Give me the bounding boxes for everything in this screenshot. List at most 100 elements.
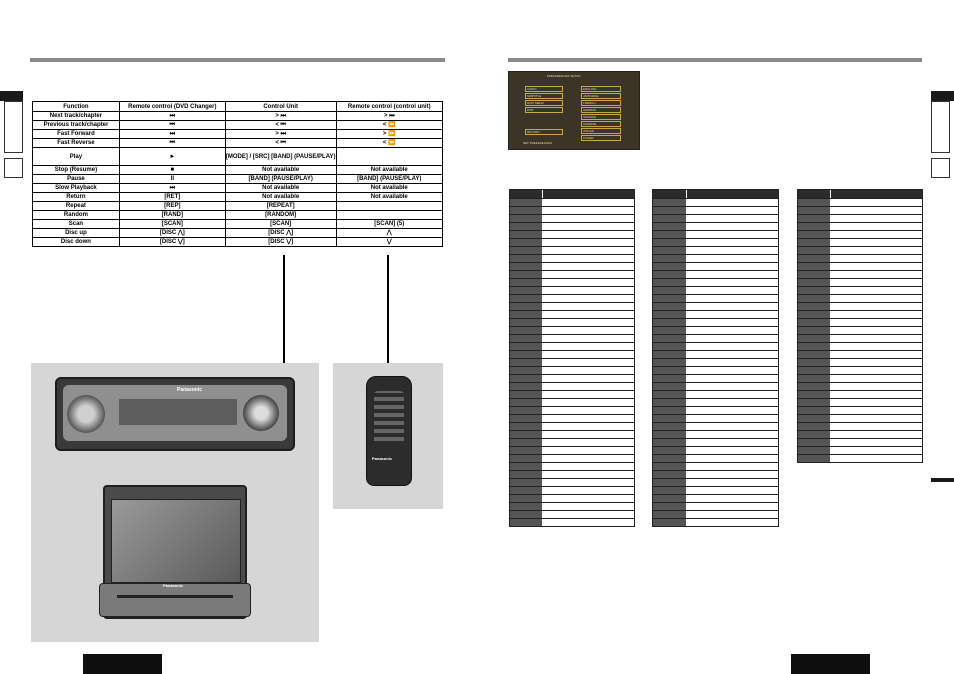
function-table-header: Function Remote control (DVD Changer) Co… (32, 101, 443, 112)
function-cell: ⏮ (118, 138, 226, 148)
code-table-row (653, 454, 778, 462)
code-table-row (653, 406, 778, 414)
code-cell (653, 223, 686, 230)
code-table-row (653, 422, 778, 430)
setup-menu-item[interactable]: SUBTITLE (525, 93, 563, 99)
code-table-row (798, 222, 922, 230)
code-cell (798, 319, 830, 326)
code-table-row (798, 430, 922, 438)
setup-option-item[interactable]: OTHER (581, 135, 621, 141)
function-cell: [MODE] / [SRC] [BAND] (PAUSE/PLAY) (224, 147, 337, 166)
code-cell (653, 375, 686, 382)
remote-button-grid (374, 391, 404, 445)
monitor-screen (111, 499, 241, 583)
control-unit-display (119, 399, 237, 425)
code-cell (510, 199, 542, 206)
right-page-rule (508, 58, 922, 62)
code-cell (798, 455, 830, 462)
header-remote-control-unit: Remote control (control unit) (335, 101, 443, 112)
code-cell (798, 263, 830, 270)
setup-menu-item[interactable]: RETURN (525, 129, 563, 135)
setup-menu-item[interactable]: DVD (525, 107, 563, 113)
left-page-rule (30, 58, 445, 62)
code-cell (798, 367, 830, 374)
function-cell: ⏭ (118, 183, 226, 193)
code-table-header (798, 190, 922, 198)
code-table-row (653, 278, 778, 286)
code-table-row (653, 254, 778, 262)
function-cell: Random (32, 210, 120, 220)
code-cell (510, 471, 542, 478)
control-unit-image: Panasonic (55, 377, 295, 451)
code-cell (653, 495, 686, 502)
setup-option-item[interactable]: SPANISH (581, 114, 621, 120)
remote-control-image: Panasonic (366, 376, 412, 486)
code-cell (510, 423, 542, 430)
code-cell (510, 495, 542, 502)
code-table-row (798, 270, 922, 278)
code-table-2 (652, 189, 779, 527)
setup-option-item[interactable]: GERMAN (581, 107, 621, 113)
code-table-row (798, 230, 922, 238)
setup-option-item[interactable]: ENGLISH (581, 86, 621, 92)
code-table-row (653, 414, 778, 422)
code-table-row (653, 462, 778, 470)
code-table-row (653, 286, 778, 294)
code-cell (798, 375, 830, 382)
code-table-row (510, 366, 634, 374)
code-cell (798, 383, 830, 390)
code-table-row (510, 206, 634, 214)
function-cell: Fast Reverse (32, 138, 120, 148)
code-cell (510, 455, 542, 462)
function-cell: ■ (118, 165, 226, 175)
code-table-row (653, 518, 778, 526)
code-cell (653, 479, 686, 486)
code-cell (653, 407, 686, 414)
code-cell (653, 279, 686, 286)
code-cell (510, 207, 542, 214)
code-cell (798, 199, 830, 206)
code-table-row (510, 374, 634, 382)
code-cell (653, 199, 686, 206)
setup-menu-item[interactable]: AUDIO (525, 86, 563, 92)
right-page-footer-tab (791, 654, 870, 674)
code-table-row (510, 230, 634, 238)
code-table-1 (509, 189, 635, 527)
code-cell (798, 231, 830, 238)
code-table-row (798, 446, 922, 454)
code-cell (798, 407, 830, 414)
code-cell (510, 335, 542, 342)
left-side-tab-small (4, 158, 23, 178)
code-cell (798, 335, 830, 342)
function-cell: [DISC ⋁] (118, 237, 226, 247)
setup-menu-item[interactable]: DISC MENU (525, 100, 563, 106)
code-cell (510, 431, 542, 438)
code-cell (510, 391, 542, 398)
function-cell: ► (118, 147, 226, 166)
code-cell (653, 447, 686, 454)
connector-line-control-unit (283, 255, 285, 364)
code-cell (510, 215, 542, 222)
code-cell (653, 455, 686, 462)
code-cell (653, 399, 686, 406)
code-cell (653, 391, 686, 398)
code-table-row (510, 422, 634, 430)
function-row-previous-track: Previous track/chapter⏮< ⏮< ⏪ (32, 120, 443, 130)
function-cell: Stop (Resume) (32, 165, 120, 175)
code-cell (653, 255, 686, 262)
setup-option-item[interactable]: ITALIAN (581, 128, 621, 134)
function-cell: [RANDOM] (224, 210, 337, 220)
setup-option-item[interactable]: CHINESE (581, 121, 621, 127)
code-table-row (653, 430, 778, 438)
setup-option-item[interactable]: JAPANESE (581, 93, 621, 99)
monitor-base (99, 583, 251, 617)
code-cell (653, 239, 686, 246)
function-cell: [REP] (118, 201, 226, 211)
setup-option-item[interactable]: FRENCH (581, 100, 621, 106)
code-table-row (798, 214, 922, 222)
code-table-row (653, 318, 778, 326)
code-table-row (653, 470, 778, 478)
function-cell: Next track/chapter (32, 111, 120, 121)
